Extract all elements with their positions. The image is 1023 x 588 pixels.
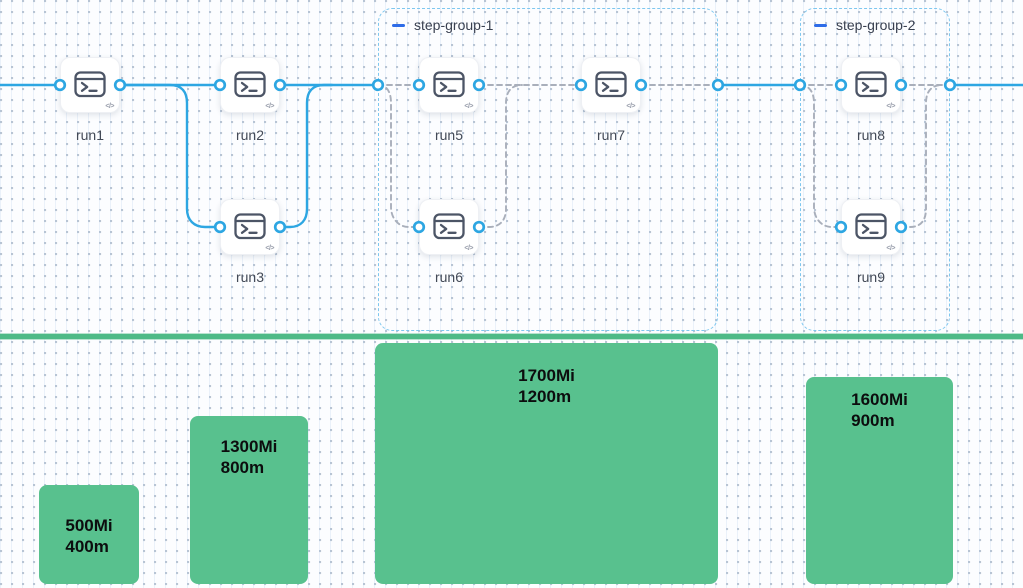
- node-card[interactable]: </>: [419, 199, 479, 255]
- edge-solid: [118, 83, 222, 229]
- group-header: step-group-1: [392, 17, 493, 33]
- code-badge-icon: </>: [626, 103, 635, 110]
- terminal-icon: [234, 213, 266, 240]
- terminal-icon: [855, 213, 887, 240]
- bar-cpu-value: 1200m: [518, 387, 572, 406]
- edge-solid: [278, 83, 334, 229]
- group-label: step-group-1: [414, 17, 494, 33]
- node-label: run2: [235, 127, 265, 143]
- bar-label: 500Mi 400m: [65, 515, 112, 557]
- node-card[interactable]: </>: [60, 57, 120, 113]
- code-badge-icon: </>: [105, 103, 114, 110]
- resource-bar: 500Mi 400m: [39, 485, 139, 584]
- node-run7[interactable]: </> run7: [581, 57, 641, 143]
- bar-label: 1600Mi 900m: [851, 389, 908, 431]
- node-label: run1: [75, 127, 105, 143]
- terminal-icon: [433, 213, 465, 240]
- node-card[interactable]: </>: [841, 57, 901, 113]
- resource-bar: 1600Mi 900m: [806, 377, 953, 584]
- node-label: run8: [856, 127, 886, 143]
- node-label: run3: [235, 269, 265, 285]
- group-label: step-group-2: [836, 17, 916, 33]
- node-card[interactable]: </>: [841, 199, 901, 255]
- node-label: run6: [434, 269, 464, 285]
- code-badge-icon: </>: [265, 103, 274, 110]
- bar-cpu-value: 900m: [851, 411, 895, 430]
- terminal-icon: [234, 71, 266, 98]
- collapse-minus-icon[interactable]: [392, 23, 405, 27]
- terminal-icon: [855, 71, 887, 98]
- node-card[interactable]: </>: [581, 57, 641, 113]
- node-run8[interactable]: </> run8: [841, 57, 901, 143]
- terminal-icon: [433, 71, 465, 98]
- bar-memory-value: 1300Mi: [220, 437, 278, 456]
- node-card[interactable]: </>: [220, 199, 280, 255]
- code-badge-icon: </>: [464, 245, 473, 252]
- terminal-icon: [74, 71, 106, 98]
- bar-memory-value: 500Mi: [65, 516, 113, 535]
- resource-bar: 1700Mi 1200m: [375, 343, 718, 584]
- bar-memory-value: 1700Mi: [518, 366, 575, 385]
- bar-memory-value: 1600Mi: [851, 390, 908, 409]
- node-run2[interactable]: </> run2: [220, 57, 280, 143]
- node-card[interactable]: </>: [220, 57, 280, 113]
- node-run9[interactable]: </> run9: [841, 199, 901, 285]
- group-header: step-group-2: [814, 17, 915, 33]
- bar-cpu-value: 400m: [65, 537, 109, 556]
- code-badge-icon: </>: [886, 245, 895, 252]
- code-badge-icon: </>: [464, 103, 473, 110]
- resource-bar: 1300Mi 800m: [190, 416, 308, 584]
- code-badge-icon: </>: [265, 245, 274, 252]
- bar-cpu-value: 800m: [220, 458, 265, 477]
- code-badge-icon: </>: [886, 103, 895, 110]
- terminal-icon: [595, 71, 627, 98]
- node-label: run7: [596, 127, 626, 143]
- collapse-minus-icon[interactable]: [814, 23, 827, 27]
- bar-label: 1300Mi 800m: [221, 436, 278, 478]
- section-divider-line: [0, 334, 1023, 339]
- node-run1[interactable]: </> run1: [60, 57, 120, 143]
- node-run6[interactable]: </> run6: [419, 199, 479, 285]
- bar-label: 1700Mi 1200m: [518, 365, 575, 407]
- node-run5[interactable]: </> run5: [419, 57, 479, 143]
- node-card[interactable]: </>: [419, 57, 479, 113]
- node-run3[interactable]: </> run3: [220, 199, 280, 285]
- node-label: run9: [856, 269, 886, 285]
- node-label: run5: [434, 127, 464, 143]
